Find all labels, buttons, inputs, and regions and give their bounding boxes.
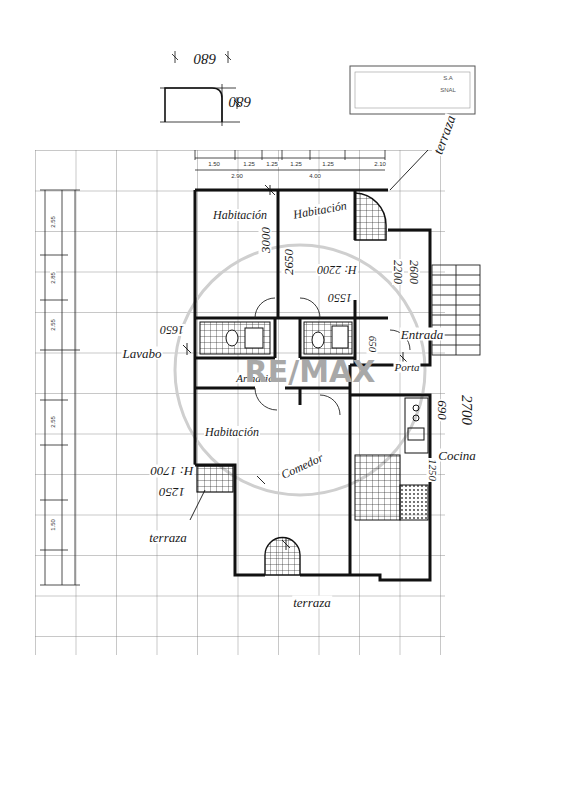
room-name: terraza (431, 113, 459, 158)
dimension: 2700 (459, 394, 474, 426)
dimension: 2.55 (50, 415, 56, 429)
stairs (432, 265, 480, 355)
dimension: H: 2200 (316, 264, 358, 276)
dimension: 2.85 (50, 271, 56, 285)
dimension: 1250 (158, 486, 186, 499)
grid (35, 150, 445, 655)
dimension: 1.50 (50, 518, 56, 532)
kitchen-floor (355, 455, 400, 520)
dimension: 2.10 (373, 161, 387, 167)
kitchen-counter (405, 398, 428, 453)
room-name: terraza (292, 596, 332, 609)
terrace (197, 466, 233, 492)
kitchen-floor (400, 485, 428, 520)
room-name: Entrada (400, 328, 445, 341)
dimension: 2.55 (50, 215, 56, 229)
walls (195, 190, 430, 580)
bathroom-tiles (200, 322, 270, 354)
dimension: H: 1700 (150, 465, 195, 478)
dimension: 1650 (159, 324, 185, 336)
dimension: 1550 (327, 292, 353, 304)
dimension: 2200 (392, 259, 404, 285)
dimension: 3000 (259, 226, 272, 254)
stamp-text: S.A (442, 75, 454, 81)
dimension: 4.00 (308, 173, 322, 179)
dimension: 1.25 (321, 161, 335, 167)
dimension: 680 (228, 94, 253, 109)
leader-lines (183, 150, 428, 550)
room-name: Comedor (278, 451, 325, 482)
room-name: Cocina (437, 449, 477, 462)
room-name: Lavabo (122, 347, 163, 360)
dimension-lines (40, 150, 385, 585)
stamp (355, 72, 470, 108)
dimension: 680 (193, 51, 218, 66)
room-name: Habitación (204, 426, 260, 438)
dimension: 1250 (427, 458, 438, 482)
room-name: Habitación (291, 199, 348, 221)
dimension: 1.50 (207, 161, 221, 167)
sketch (160, 51, 240, 126)
dimension: 2.90 (230, 173, 244, 179)
dimension: 1.25 (242, 161, 256, 167)
terrace (355, 193, 386, 240)
dimension: 1.25 (289, 161, 303, 167)
room-name: terraza (148, 531, 188, 544)
dimension: 2650 (282, 248, 295, 276)
bathroom-tiles (304, 322, 352, 354)
stamp (350, 66, 475, 114)
stamp-text: SNAL (439, 87, 457, 93)
watermark: RE/MAX (244, 357, 377, 387)
fixtures (226, 326, 348, 348)
dimension: 690 (436, 399, 449, 421)
dimension: 1.25 (265, 161, 279, 167)
room-name: Porta (393, 362, 420, 373)
dimension: 2600 (408, 259, 420, 285)
dimension: 650 (367, 335, 378, 354)
dimension: 2.55 (50, 318, 56, 332)
room-name: Habitación (212, 209, 268, 221)
terrace (265, 538, 300, 575)
